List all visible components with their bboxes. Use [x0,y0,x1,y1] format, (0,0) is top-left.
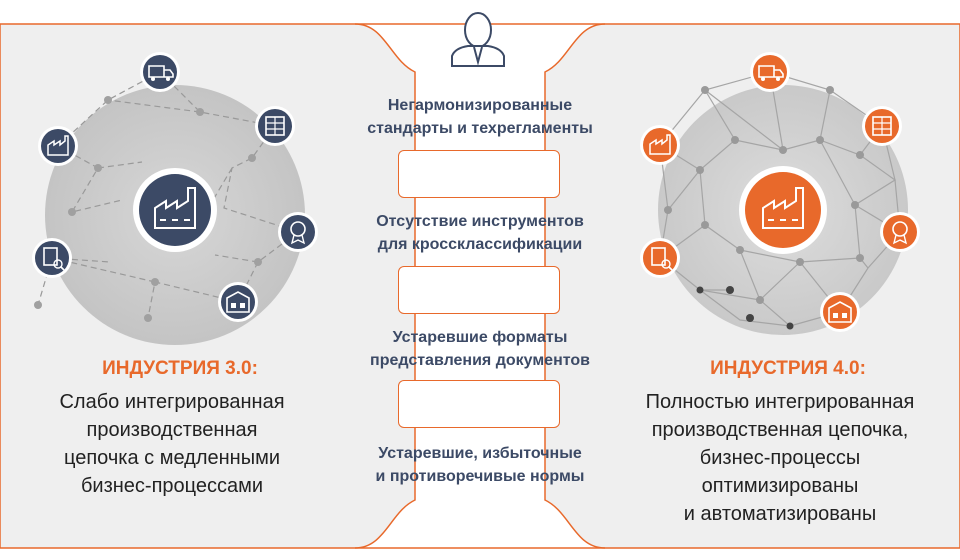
truck-icon [750,52,790,92]
right-description: Полностью интегрированная производственн… [645,391,915,525]
document-search-icon [640,238,680,278]
barrier-box-3 [398,380,560,428]
barrier-box-2 [398,266,560,314]
warehouse-icon [862,106,902,146]
barrier-label-4: Устаревшие, избыточные и противоречивые … [375,445,585,485]
left-network [32,52,318,345]
barrier-box-1 [398,150,560,198]
barrier-label-1: Негармонизированные стандарты и техрегла… [367,97,593,137]
factory-icon [762,187,804,229]
factory-icon [154,187,196,229]
left-description: Слабо интегрированная производственная ц… [59,391,285,497]
barrier-label-2: Отсутствие инструментов для кроссклассиф… [376,213,584,253]
user-icon [451,12,505,67]
document-search-icon [32,238,72,278]
certificate-icon [880,212,920,252]
factory-icon [640,125,680,165]
certificate-icon [278,212,318,252]
warehouse-icon [255,106,295,146]
truck-icon [140,52,180,92]
right-network [640,52,920,335]
left-title: ИНДУСТРИЯ 3.0: [102,358,258,379]
right-title: ИНДУСТРИЯ 4.0: [710,358,866,379]
factory-icon [38,126,78,166]
storage-icon [218,282,258,322]
barrier-label-3: Устаревшие форматы представления докумен… [370,329,590,369]
storage-icon [820,292,860,332]
